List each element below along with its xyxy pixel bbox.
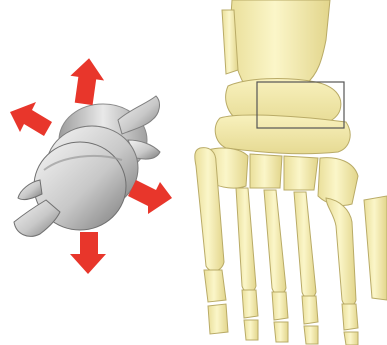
phalanx-1 <box>204 270 226 302</box>
arrow-upper-left-icon <box>10 102 52 136</box>
arrow-right-icon <box>128 180 172 214</box>
phalanx-5b <box>344 332 358 345</box>
bone-cuboid <box>318 158 358 206</box>
phalanx-4 <box>302 296 318 324</box>
metatarsal-4 <box>294 192 316 298</box>
bone-cuneiform-2 <box>250 154 282 188</box>
phalanx-3 <box>272 292 288 320</box>
bone-tibia <box>230 0 330 84</box>
arrow-down-icon <box>70 232 106 274</box>
metatarsal-5 <box>326 198 356 306</box>
bone-cuneiform-3 <box>284 156 318 190</box>
arrow-up-icon <box>67 56 107 106</box>
foot-skeleton-icon <box>195 0 387 345</box>
bone-lateral-edge <box>364 196 387 300</box>
phalanx-2b <box>244 320 258 340</box>
phalanx-3b <box>274 322 288 342</box>
phalanx-1b <box>208 304 228 334</box>
phalanx-4b <box>304 326 318 344</box>
phalanx-5 <box>342 304 358 330</box>
metatarsal-2 <box>236 188 256 292</box>
bone-navicular <box>215 115 350 154</box>
joint-lower-prong <box>14 200 60 236</box>
metatarsal-3 <box>264 190 286 294</box>
phalanx-2 <box>242 290 258 318</box>
